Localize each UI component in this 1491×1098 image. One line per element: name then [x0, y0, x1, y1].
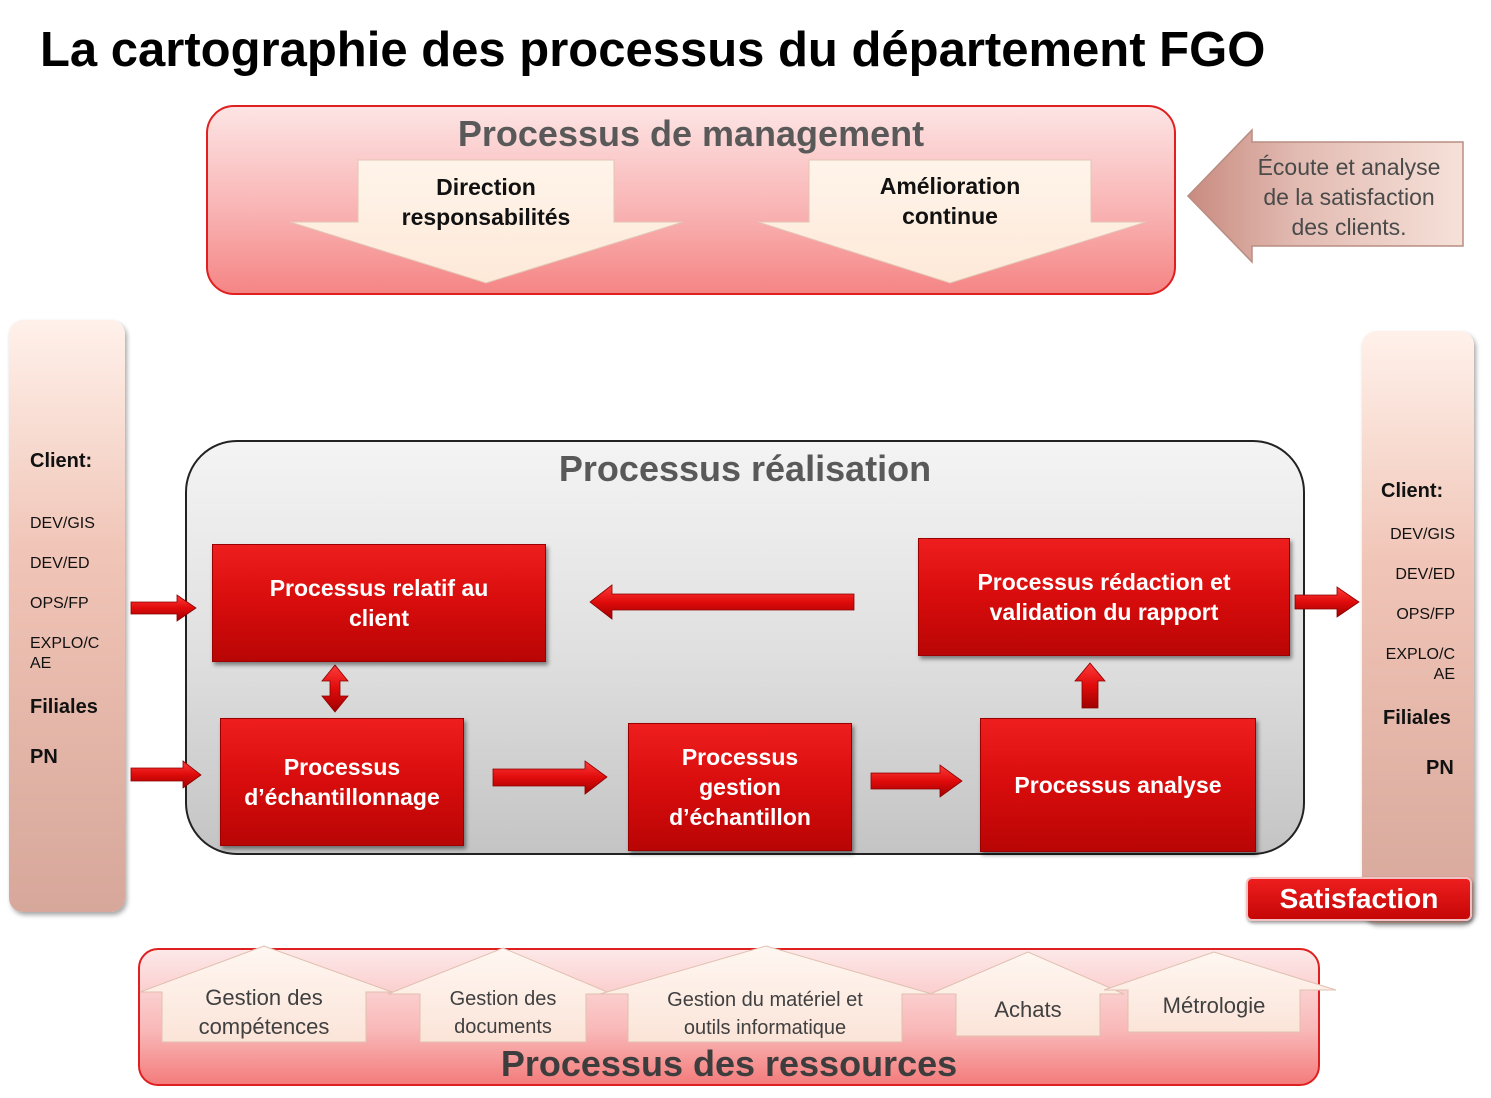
process-box-redaction[interactable]: Processus rédaction et validation du rap… [918, 538, 1290, 656]
resource-materiel-line2: outils informatique [683, 1017, 847, 1039]
process-echantillonnage-line1: Processus [283, 754, 401, 780]
client-right-item: EXPLO/C [1385, 646, 1455, 663]
direction-arrow-label: Direction responsabilités [358, 172, 614, 232]
input-arrow-client [130, 594, 197, 622]
amelioration-label-line1: Amélioration [879, 173, 1021, 199]
direction-down-arrow [289, 159, 684, 284]
resource-documents-line1: Gestion des [449, 988, 557, 1010]
process-client-line1: Processus relatif au [269, 575, 489, 601]
process-gestion-line1: Processus [681, 744, 799, 770]
process-redaction-line1: Processus rédaction et [977, 569, 1231, 595]
arrow-redaction-to-client [589, 584, 855, 620]
client-left-filiales: Filiales [30, 696, 98, 718]
resource-documents-label: Gestion des documents [420, 985, 586, 1041]
amelioration-arrow-label: Amélioration continue [809, 171, 1091, 231]
process-client-line2: client [348, 605, 410, 631]
client-left-item: DEV/GIS [30, 515, 95, 532]
ecoute-left-arrow [1186, 128, 1464, 264]
client-left-item: OPS/FP [30, 595, 89, 612]
client-left-item: EXPLO/C [30, 635, 100, 652]
process-box-analyse[interactable]: Processus analyse [980, 718, 1256, 852]
client-right-filiales: Filiales [1383, 707, 1451, 729]
satisfaction-badge: Satisfaction [1246, 877, 1472, 921]
ecoute-line1: Écoute et analyse [1257, 154, 1441, 180]
direction-label-line1: Direction [436, 174, 536, 200]
resource-documents-line2: documents [454, 1016, 552, 1038]
resource-competences-label: Gestion des compétences [162, 983, 366, 1041]
page-title: La cartographie des processus du départe… [40, 23, 1266, 77]
resource-competences-line2: compétences [198, 1014, 330, 1039]
client-left-item: DEV/ED [30, 555, 90, 572]
process-box-gestion-echantillon[interactable]: Processus gestion d’échantillon [628, 723, 852, 851]
resource-arrow-achats [929, 951, 1125, 1037]
client-right-pn: PN [1426, 757, 1454, 779]
client-right-item: AE [1433, 666, 1455, 683]
arrow-client-echantillonnage [321, 664, 349, 713]
amelioration-down-arrow [757, 159, 1147, 284]
resource-competences-line1: Gestion des [205, 985, 323, 1010]
process-gestion-line2: gestion [699, 774, 781, 800]
resource-arrow-documents [387, 947, 613, 1043]
resource-metrologie-label: Métrologie [1162, 993, 1266, 1018]
process-box-client[interactable]: Processus relatif au client [212, 544, 546, 662]
process-redaction-line2: validation du rapport [989, 599, 1219, 625]
ecoute-arrow-label: Écoute et analyse de la satisfaction des… [1240, 152, 1458, 242]
management-process-title: Processus de management [457, 113, 925, 154]
arrow-gestion-analyse [870, 764, 963, 798]
client-right-item: DEV/ED [1395, 566, 1455, 583]
ecoute-line2: de la satisfaction [1263, 184, 1435, 210]
client-pillar-left [9, 320, 125, 912]
client-right-item: DEV/GIS [1390, 526, 1455, 543]
client-left-pn: PN [30, 746, 58, 768]
resources-process-title: Processus des ressources [500, 1043, 958, 1084]
resource-arrow-metrologie [1103, 951, 1337, 1033]
resource-materiel-line1: Gestion du matériel et [667, 989, 863, 1011]
client-left-heading: Client: [30, 450, 93, 472]
client-pillar-right [1362, 331, 1474, 923]
output-arrow-rapport [1294, 586, 1360, 618]
process-box-echantillonnage[interactable]: Processus d’échantillonnage [220, 718, 464, 846]
process-analyse-line1: Processus analyse [1014, 772, 1222, 798]
amelioration-label-line2: continue [902, 203, 998, 229]
arrow-echantillonnage-gestion [492, 760, 608, 795]
process-echantillonnage-line2: d’échantillonnage [244, 784, 440, 810]
input-arrow-echantillonnage [130, 760, 202, 789]
arrow-analyse-redaction [1074, 662, 1106, 709]
resource-achats-label: Achats [994, 997, 1062, 1022]
process-gestion-line3: d’échantillon [669, 804, 811, 830]
client-left-item: AE [30, 655, 52, 672]
resource-materiel-label: Gestion du matériel et outils informatiq… [628, 986, 902, 1042]
client-right-item: OPS/FP [1396, 606, 1455, 623]
resource-arrow-materiel [599, 945, 933, 1043]
ecoute-line3: des clients. [1291, 214, 1407, 240]
realisation-process-title: Processus réalisation [558, 448, 932, 489]
client-right-heading: Client: [1381, 480, 1444, 502]
resource-arrow-competences [139, 945, 393, 1043]
direction-label-line2: responsabilités [401, 204, 571, 230]
